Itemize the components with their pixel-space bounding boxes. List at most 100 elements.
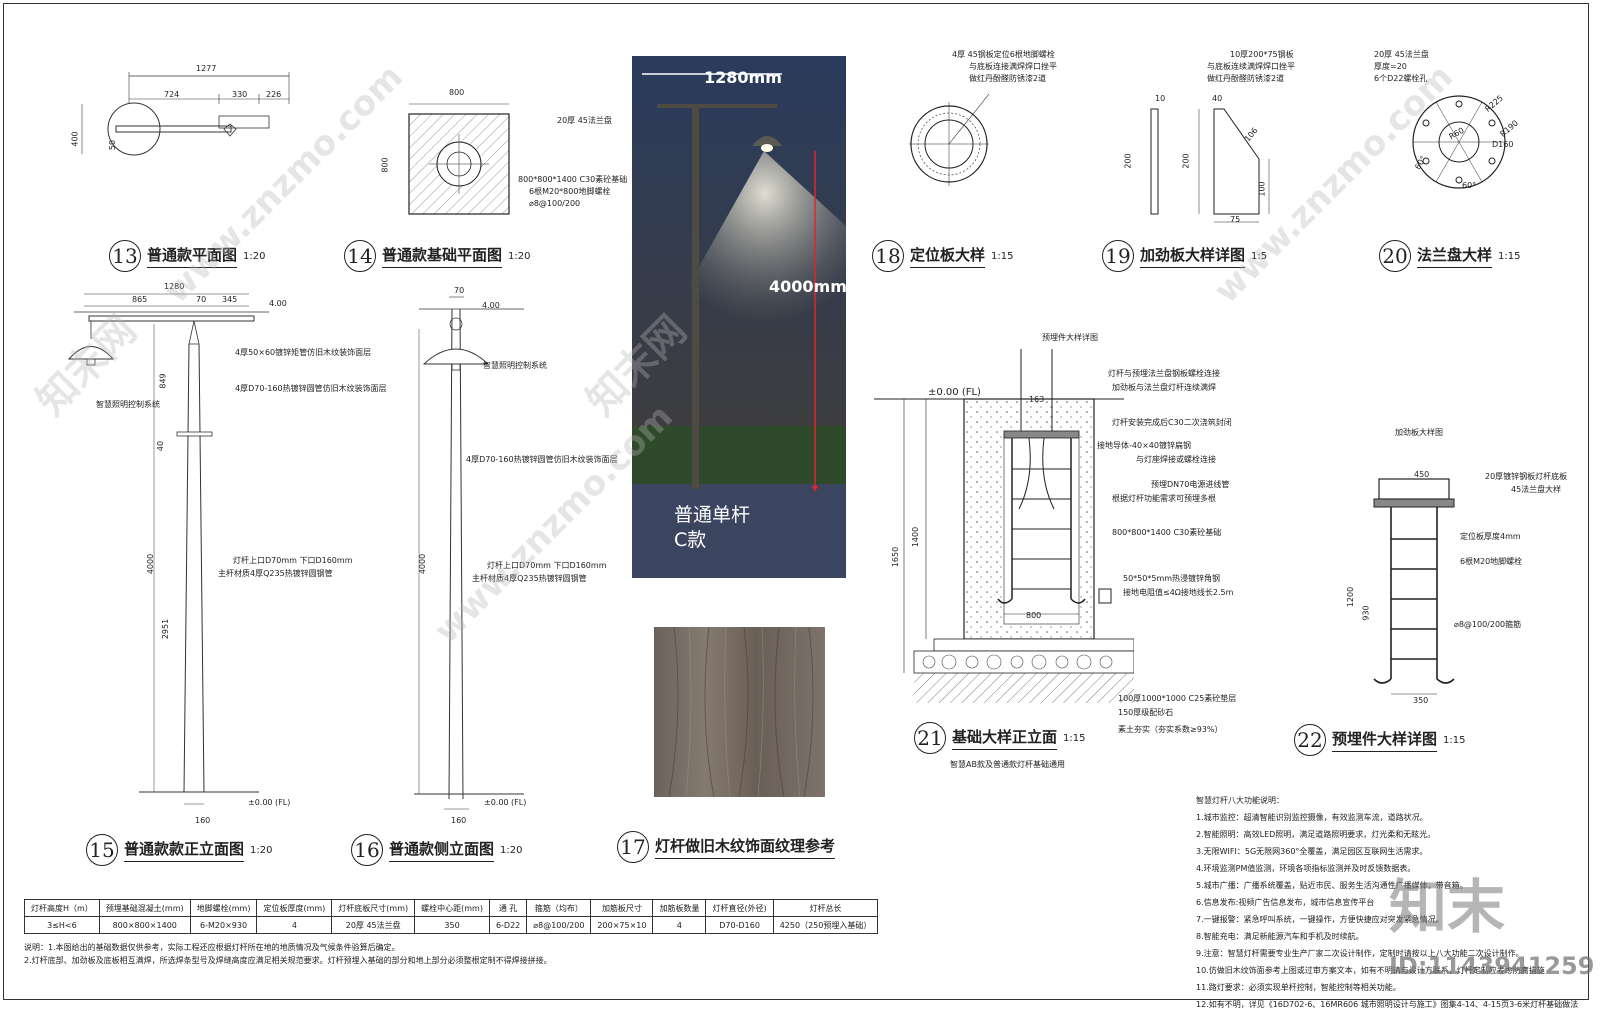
- spec-header: 加筋板尺寸: [590, 899, 654, 917]
- dim-163: 163: [1029, 395, 1045, 404]
- title-number: 21: [914, 722, 946, 754]
- dim-724: 724: [164, 90, 180, 99]
- title-scale: 1:20: [508, 250, 531, 262]
- spec-header: 预埋基础混凝土(mm): [98, 899, 191, 917]
- note-soil: 素土夯实（夯实系数≥93%）: [1118, 725, 1223, 734]
- dim-4000: 4000: [146, 553, 156, 575]
- dim-d160: D160: [1492, 140, 1514, 149]
- note-control: 智慧照明控制系统: [96, 400, 160, 409]
- title-name: 普通款款正立面图: [124, 838, 245, 862]
- lamp-render-photo: [632, 56, 846, 578]
- spec-header: 加筋板数量: [652, 899, 707, 917]
- watermark-logo: 知末: [1389, 873, 1506, 941]
- note-control-side: 智慧照明控制系统: [483, 361, 547, 370]
- feature-item: 10.仿做旧木纹饰面参考上图或过审方案文本，如有不明请与设计方联系，灯杆定制应考…: [1196, 966, 1545, 975]
- title-17: 17 灯杆做旧木纹饰面纹理参考: [617, 831, 836, 863]
- title-number: 22: [1294, 724, 1326, 756]
- dim-50: 50: [108, 139, 118, 151]
- note-rebar: ⌀8@100/200: [529, 199, 581, 208]
- note-round-tube: 4厚D70-160热镀锌圆管仿旧木纹装饰面层: [235, 384, 387, 393]
- note-resistance: 接地电阻值≤4Ω接地线长2.5m: [1123, 588, 1234, 597]
- note-plate-thickness: 定位板厚度4mm: [1460, 532, 1521, 541]
- title-13: 13 普通款平面图 1:20: [109, 240, 265, 272]
- dim-60b: 60°: [1462, 181, 1477, 190]
- feature-item: 3.无限WIFI：5G无限网360°全覆盖，满足园区互联网生活需求。: [1196, 847, 1428, 856]
- title-14: 14 普通款基础平面图 1:20: [344, 240, 530, 272]
- dim-800-v: 800: [380, 157, 390, 173]
- note-ground: 接地导体-40×40镀锌扁钢: [1097, 441, 1191, 450]
- title-16: 16 普通款侧立面图 1:20: [351, 834, 522, 866]
- title-20: 20 法兰盘大样 1:15: [1379, 240, 1520, 272]
- dim-345: 345: [222, 295, 238, 304]
- note-stiffener-1: 10厚200*75钢板: [1230, 50, 1294, 59]
- spec-cell: 3≤H<6: [24, 916, 100, 934]
- spec-cell: 4: [256, 916, 333, 934]
- spec-cell: 6-D22: [488, 916, 528, 934]
- dim-10: 10: [1155, 94, 1166, 103]
- note-line: 2.灯杆底部、加劲板及底板相互满焊，所选焊条型号及焊缝高度应满足相关规范要求。灯…: [24, 956, 552, 965]
- title-scale: 1:15: [1443, 734, 1466, 746]
- level-0-side: ±0.00 (FL): [484, 798, 527, 807]
- foundation-subtitle: 智慧AB款及普通款灯杆基础通用: [950, 760, 1065, 769]
- spec-header: 灯杆高度H（m）: [24, 899, 100, 917]
- dim-200-b: 200: [1181, 153, 1191, 169]
- dim-1280: 1280: [164, 282, 185, 291]
- title-name: 普通款侧立面图: [389, 838, 495, 862]
- spec-header: 灯杆直径(外径): [705, 899, 774, 917]
- note-conduit: 预埋DN70电源进线管: [1151, 480, 1230, 489]
- dim-450: 450: [1414, 470, 1430, 479]
- note-pour: 灯杆安装完成后C30二次浇筑封闭: [1112, 418, 1232, 427]
- title-15: 15 普通款款正立面图 1:20: [86, 834, 272, 866]
- note-flange-3: 6个D22螺栓孔: [1374, 74, 1428, 83]
- title-22: 22 预埋件大样详图 1:15: [1294, 724, 1465, 756]
- spec-cell: 350: [414, 916, 490, 934]
- wood-texture-sample: [654, 627, 825, 797]
- dim-1400: 1400: [911, 526, 921, 548]
- spec-header: 灯杆总长: [772, 899, 879, 917]
- note-ground-2: 与灯座焊接或螺栓连接: [1136, 455, 1216, 464]
- title-scale: 1:20: [500, 844, 523, 856]
- spec-header: 箍筋（均布）: [526, 899, 592, 917]
- photo-caption-2: C款: [674, 529, 707, 551]
- dim-70-side: 70: [454, 286, 465, 295]
- dim-75: 75: [1230, 215, 1241, 224]
- dim-100: 100: [1257, 181, 1267, 197]
- spec-cell: 6-M20×930: [189, 916, 258, 934]
- title-name: 预埋件大样详图: [1332, 728, 1438, 752]
- title-scale: 1:15: [991, 250, 1014, 262]
- level-0-foundation: ±0.00 (FL): [928, 387, 981, 398]
- feature-item: 7.一键报警：紧急呼叫系统，一键操作，方便快捷应对突发紧急情况。: [1196, 915, 1444, 924]
- note-stirrup: ⌀8@100/200箍筋: [1454, 620, 1522, 629]
- note-embed-detail: 预埋件大样详图: [1042, 333, 1098, 342]
- note-bolts: 6根M20*800地脚螺栓: [529, 187, 611, 196]
- dim-400: 400: [70, 131, 80, 147]
- spec-cell: 800×800×1400: [98, 916, 191, 934]
- dim-849: 849: [158, 373, 168, 389]
- feature-item: 5.城市广播：广播系统覆盖，贴近市民、服务生活沟通性广播媒体，带音箱。: [1196, 881, 1468, 890]
- dim-200-a: 200: [1123, 153, 1133, 169]
- spec-table: 灯杆高度H（m） 预埋基础混凝土(mm) 地脚螺栓(mm) 定位板厚度(mm) …: [24, 899, 879, 934]
- feature-item: 4.环境监测PM值监测，环境各项指标监测并及时反馈数据表。: [1196, 864, 1416, 873]
- photo-caption-1: 普通单杆: [674, 504, 751, 526]
- note-flange: 20厚 45法兰盘: [557, 116, 612, 125]
- dim-350: 350: [1413, 696, 1429, 705]
- dim-40: 40: [1212, 94, 1223, 103]
- front-elevation-15: [67, 293, 269, 805]
- note-bolt-connect: 灯杆与预埋法兰盘钢板螺栓连接: [1108, 369, 1220, 378]
- note-base-plate: 20厚镀锌钢板灯杆底板: [1485, 472, 1568, 481]
- watermark-id: ID:1143941259: [1389, 952, 1595, 980]
- note-angle-steel: 50*50*5mm热浸镀锌角钢: [1123, 574, 1221, 583]
- level-0: ±0.00 (FL): [248, 798, 291, 807]
- title-number: 16: [351, 834, 383, 866]
- feature-item: 6.信息发布:视频广告信息发布，城市信息宣传平台: [1196, 898, 1375, 907]
- spec-cell: ⌀8@100/200: [526, 916, 592, 934]
- spec-header: 螺栓中心距(mm): [414, 899, 490, 917]
- dim-40: 40: [156, 440, 166, 452]
- spec-cell: 200×75×10: [590, 916, 654, 934]
- note-stiffener-ref: 加劲板大样图: [1395, 428, 1443, 437]
- dim-1277: 1277: [196, 64, 217, 73]
- note-rect-tube: 4厚50×60镀锌矩管仿旧木纹装饰面层: [235, 348, 372, 357]
- features-title: 智慧灯杆八大功能说明：: [1196, 796, 1284, 805]
- title-number: 20: [1379, 240, 1411, 272]
- spec-cell: 4: [652, 916, 707, 934]
